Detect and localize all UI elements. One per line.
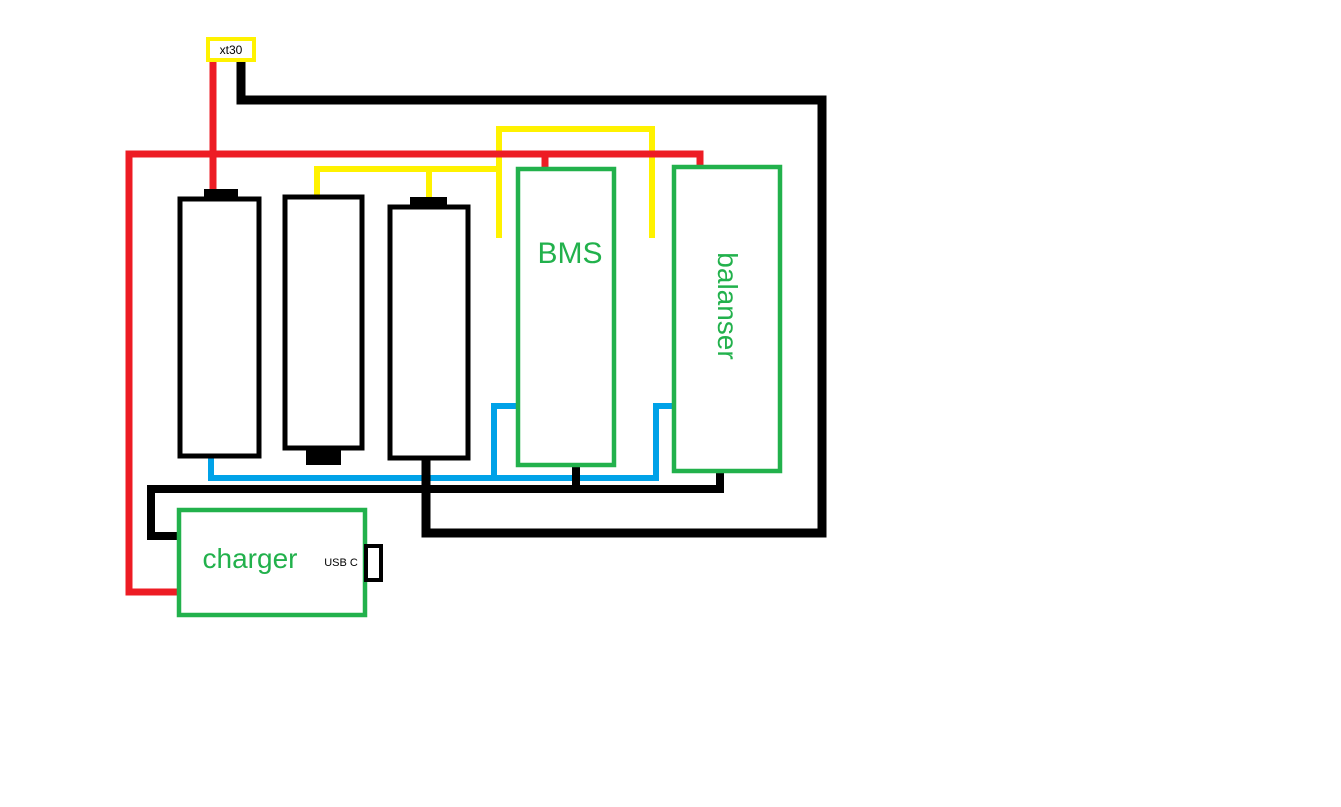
- battery-cell-1-terminal: [204, 189, 238, 200]
- usb-c-port: [364, 544, 383, 582]
- balancer-label: balanser: [712, 252, 743, 359]
- wire-red-main-rail: [125, 150, 704, 596]
- charger-module: charger USB C: [176, 507, 383, 618]
- battery-cell-3-terminal: [410, 197, 447, 208]
- wire-black-bottom-rail: [147, 469, 724, 540]
- battery-cell-1-body: [177, 196, 262, 459]
- wire-yellow-battery-rail: [314, 166, 502, 196]
- bms-module: BMS: [515, 166, 617, 468]
- battery-cell-3: [387, 197, 471, 461]
- charger-label: charger: [203, 543, 298, 574]
- battery-cell-2: [282, 194, 365, 465]
- xt30-label: xt30: [220, 43, 243, 57]
- bms-box: [515, 166, 617, 468]
- usb-c-label: USB C: [324, 557, 358, 569]
- bms-label: BMS: [537, 237, 602, 270]
- battery-cell-2-terminal: [306, 447, 341, 465]
- balancer-module: balanser: [671, 164, 783, 474]
- xt30-connector: xt30: [206, 37, 256, 62]
- wire-yellow-balance-loop: [496, 126, 655, 238]
- wire-blue-bms-stub: [491, 403, 520, 478]
- balancer-box: [671, 164, 783, 474]
- battery-cell-3-body: [387, 204, 471, 461]
- battery-cell-1: [177, 189, 262, 459]
- xt30-box: [206, 37, 256, 62]
- wire-black-main-loop: [236, 59, 827, 538]
- charger-box: [176, 507, 368, 618]
- wire-blue-bottom-rail: [208, 403, 676, 481]
- battery-cell-2-body: [282, 194, 365, 451]
